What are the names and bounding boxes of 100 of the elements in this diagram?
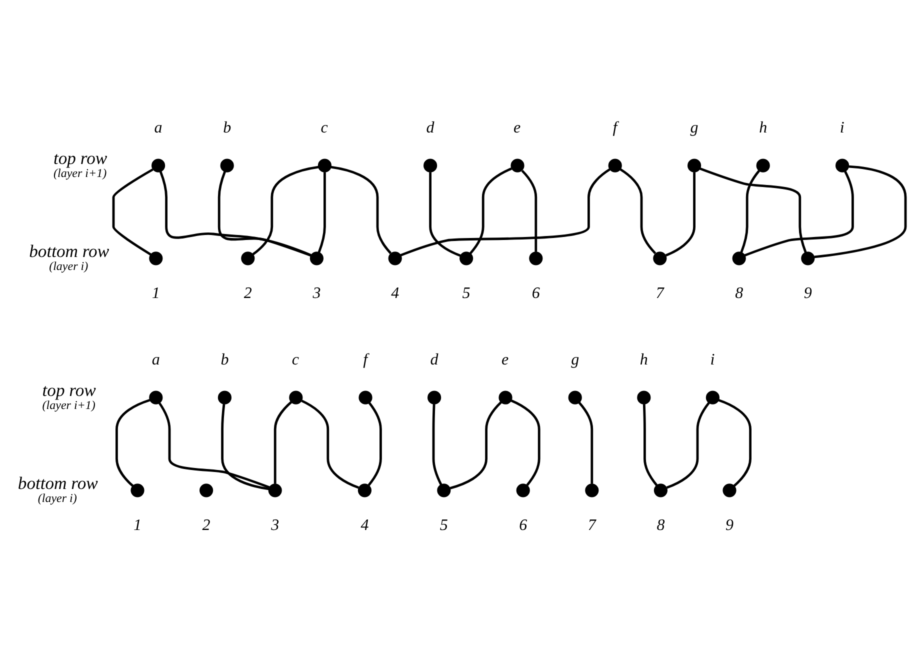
node-label: i: [840, 119, 844, 136]
node-label: 6: [532, 285, 540, 302]
node-circle: [568, 390, 582, 404]
node-circle: [529, 252, 543, 266]
node-circle: [358, 390, 372, 404]
connector: [429, 172, 461, 257]
connector: [718, 399, 752, 487]
node-label: h: [640, 351, 648, 368]
node-label: 3: [271, 517, 280, 534]
connector: [665, 172, 696, 257]
node-label: g: [571, 351, 580, 368]
node-label: 8: [735, 285, 744, 302]
connector: [744, 170, 854, 256]
connector: [510, 400, 540, 486]
node-circle: [130, 484, 144, 498]
label: (layer i): [38, 491, 77, 505]
node-label: 7: [656, 285, 664, 302]
node-circle: [149, 252, 163, 266]
node-circle: [801, 252, 815, 266]
node-label: i: [710, 351, 715, 368]
connector: [620, 168, 656, 254]
node-circle: [732, 252, 746, 266]
node-circle: [310, 252, 324, 266]
node-label: a: [154, 119, 162, 136]
node-label: e: [514, 119, 521, 136]
connector: [368, 402, 382, 486]
node-circle: [585, 484, 599, 498]
node-circle: [200, 484, 214, 498]
node-circle: [722, 484, 736, 498]
node-circle: [220, 158, 234, 172]
node-circle: [608, 158, 622, 172]
connector: [642, 404, 658, 486]
node-label: b: [223, 119, 232, 136]
node-label: 4: [360, 517, 369, 534]
node-circle: [428, 390, 442, 404]
connector: [116, 398, 150, 487]
node-label: 1: [134, 517, 142, 534]
connector: [400, 168, 610, 256]
label: bottom row: [29, 240, 110, 261]
label: top row: [42, 380, 96, 400]
node-circle: [318, 158, 332, 172]
connector: [218, 171, 312, 257]
node-label: f: [612, 119, 618, 136]
node-circle: [460, 252, 474, 266]
node-label: 9: [804, 285, 812, 302]
node-circle: [756, 158, 770, 172]
node-circle: [516, 484, 530, 498]
connector: [469, 167, 512, 254]
node-circle: [241, 252, 255, 266]
connector: [318, 172, 326, 253]
connector: [159, 171, 312, 256]
connector: [740, 170, 760, 253]
connector: [221, 404, 270, 490]
connector: [112, 168, 154, 256]
node-circle: [149, 390, 163, 404]
node-circle: [510, 158, 524, 172]
connector: [330, 166, 392, 254]
node-label: 4: [391, 285, 400, 302]
node-circle: [654, 484, 668, 498]
connector: [274, 401, 292, 484]
node-label: g: [690, 119, 698, 136]
node-label: 5: [462, 285, 470, 302]
connector: [666, 402, 710, 489]
node-label: c: [292, 351, 300, 368]
node-circle: [358, 484, 372, 498]
node-circle: [437, 484, 451, 498]
node-label: d: [426, 119, 434, 136]
node-circle: [268, 484, 282, 498]
connector: [432, 404, 442, 486]
node-label: 9: [726, 517, 734, 534]
node-label: 1: [152, 285, 160, 302]
node-label: f: [363, 351, 368, 368]
node-label: c: [320, 119, 328, 136]
node-label: b: [220, 351, 229, 368]
node-label: a: [152, 351, 160, 368]
connector: [578, 402, 594, 484]
label: top row: [54, 148, 108, 168]
node-label: 8: [656, 517, 665, 534]
node-circle: [653, 252, 667, 266]
node-circle: [836, 158, 850, 172]
node-circle: [289, 390, 303, 404]
node-label: 6: [519, 517, 528, 534]
node-circle: [218, 390, 232, 404]
node-circle: [498, 390, 512, 404]
node-label: d: [430, 351, 438, 368]
label: bottom row: [18, 472, 98, 493]
node-circle: [152, 158, 166, 172]
connector: [814, 165, 907, 258]
connector: [158, 402, 270, 489]
label: (layer i): [49, 259, 88, 273]
node-label: 7: [588, 517, 596, 534]
connector: [301, 400, 360, 489]
node-label: 2: [202, 517, 210, 534]
node-circle: [706, 390, 720, 404]
connector: [450, 401, 502, 490]
node-circle: [424, 158, 438, 172]
node-label: 5: [440, 517, 448, 534]
node-label: 2: [244, 285, 252, 302]
node-circle: [637, 390, 651, 404]
node-label: 3: [312, 285, 321, 302]
